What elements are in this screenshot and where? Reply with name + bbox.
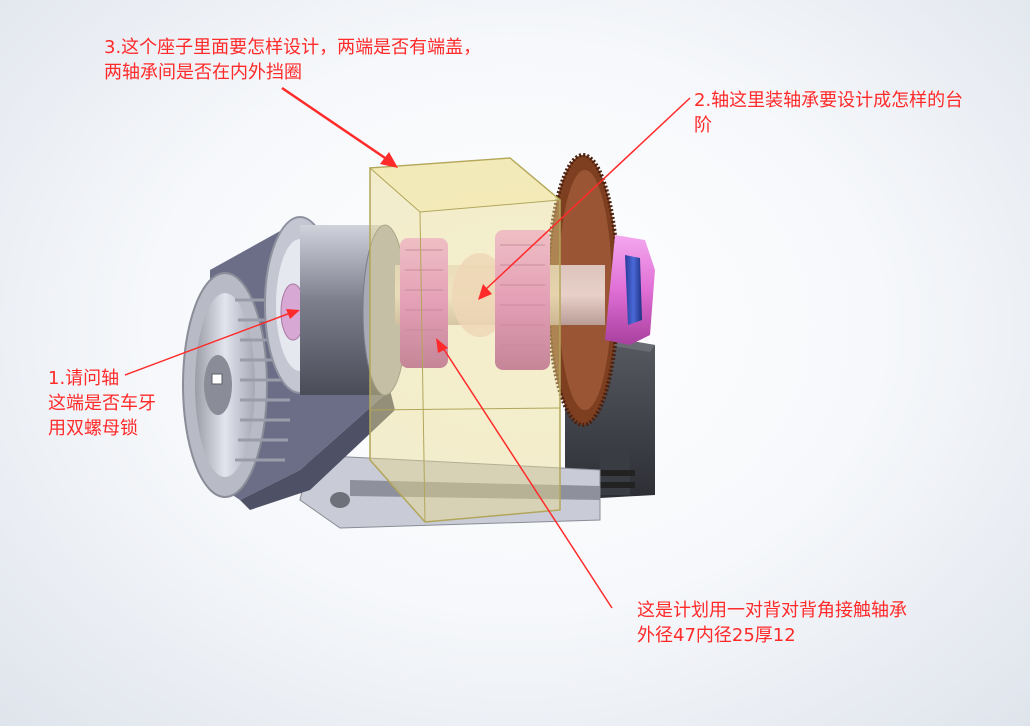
annotation-shaft-thread: 1.请问轴 这端是否车牙 用双螺母锁 [48,366,156,441]
end-nut [605,235,655,345]
annotation-text-line: 用双螺母锁 [48,418,138,439]
arrow-head-2 [478,284,492,300]
angular-contact-bearing-left [400,238,448,368]
annotation-text-line: 这端是否车牙 [48,393,156,414]
angular-contact-bearing-right [495,230,550,370]
annotation-text-line: 这是计划用一对背对背角接触轴承 [637,600,907,621]
leader-line-4 [442,347,613,609]
annotation-text-line: 3.这个座子里面要怎样设计，两端是否有端盖， [104,37,482,58]
bearing-housing [368,157,562,523]
arrow-head-1 [286,309,300,319]
leader-line-3 [281,86,389,162]
arrow-head-3 [380,152,398,168]
leader-line-2 [484,97,691,291]
annotation-text-line: 外径47内径25厚12 [637,625,796,646]
annotation-bearing-spec: 这是计划用一对背对背角接触轴承 外径47内径25厚12 [637,598,907,648]
annotation-shaft-step: 2.轴这里装轴承要设计成怎样的台 阶 [694,88,963,138]
annotation-arrows [124,86,691,609]
annotation-text-line: 两轴承间是否在内外挡圈 [104,62,302,83]
annotation-text-line: 1.请问轴 [48,368,120,389]
arrow-head-4 [436,338,448,353]
annotation-text-line: 阶 [694,115,712,136]
leader-line-1 [124,311,294,376]
annotation-housing-design: 3.这个座子里面要怎样设计，两端是否有端盖， 两轴承间是否在内外挡圈 [104,35,481,85]
annotation-text-line: 2.轴这里装轴承要设计成怎样的台 [694,90,964,111]
